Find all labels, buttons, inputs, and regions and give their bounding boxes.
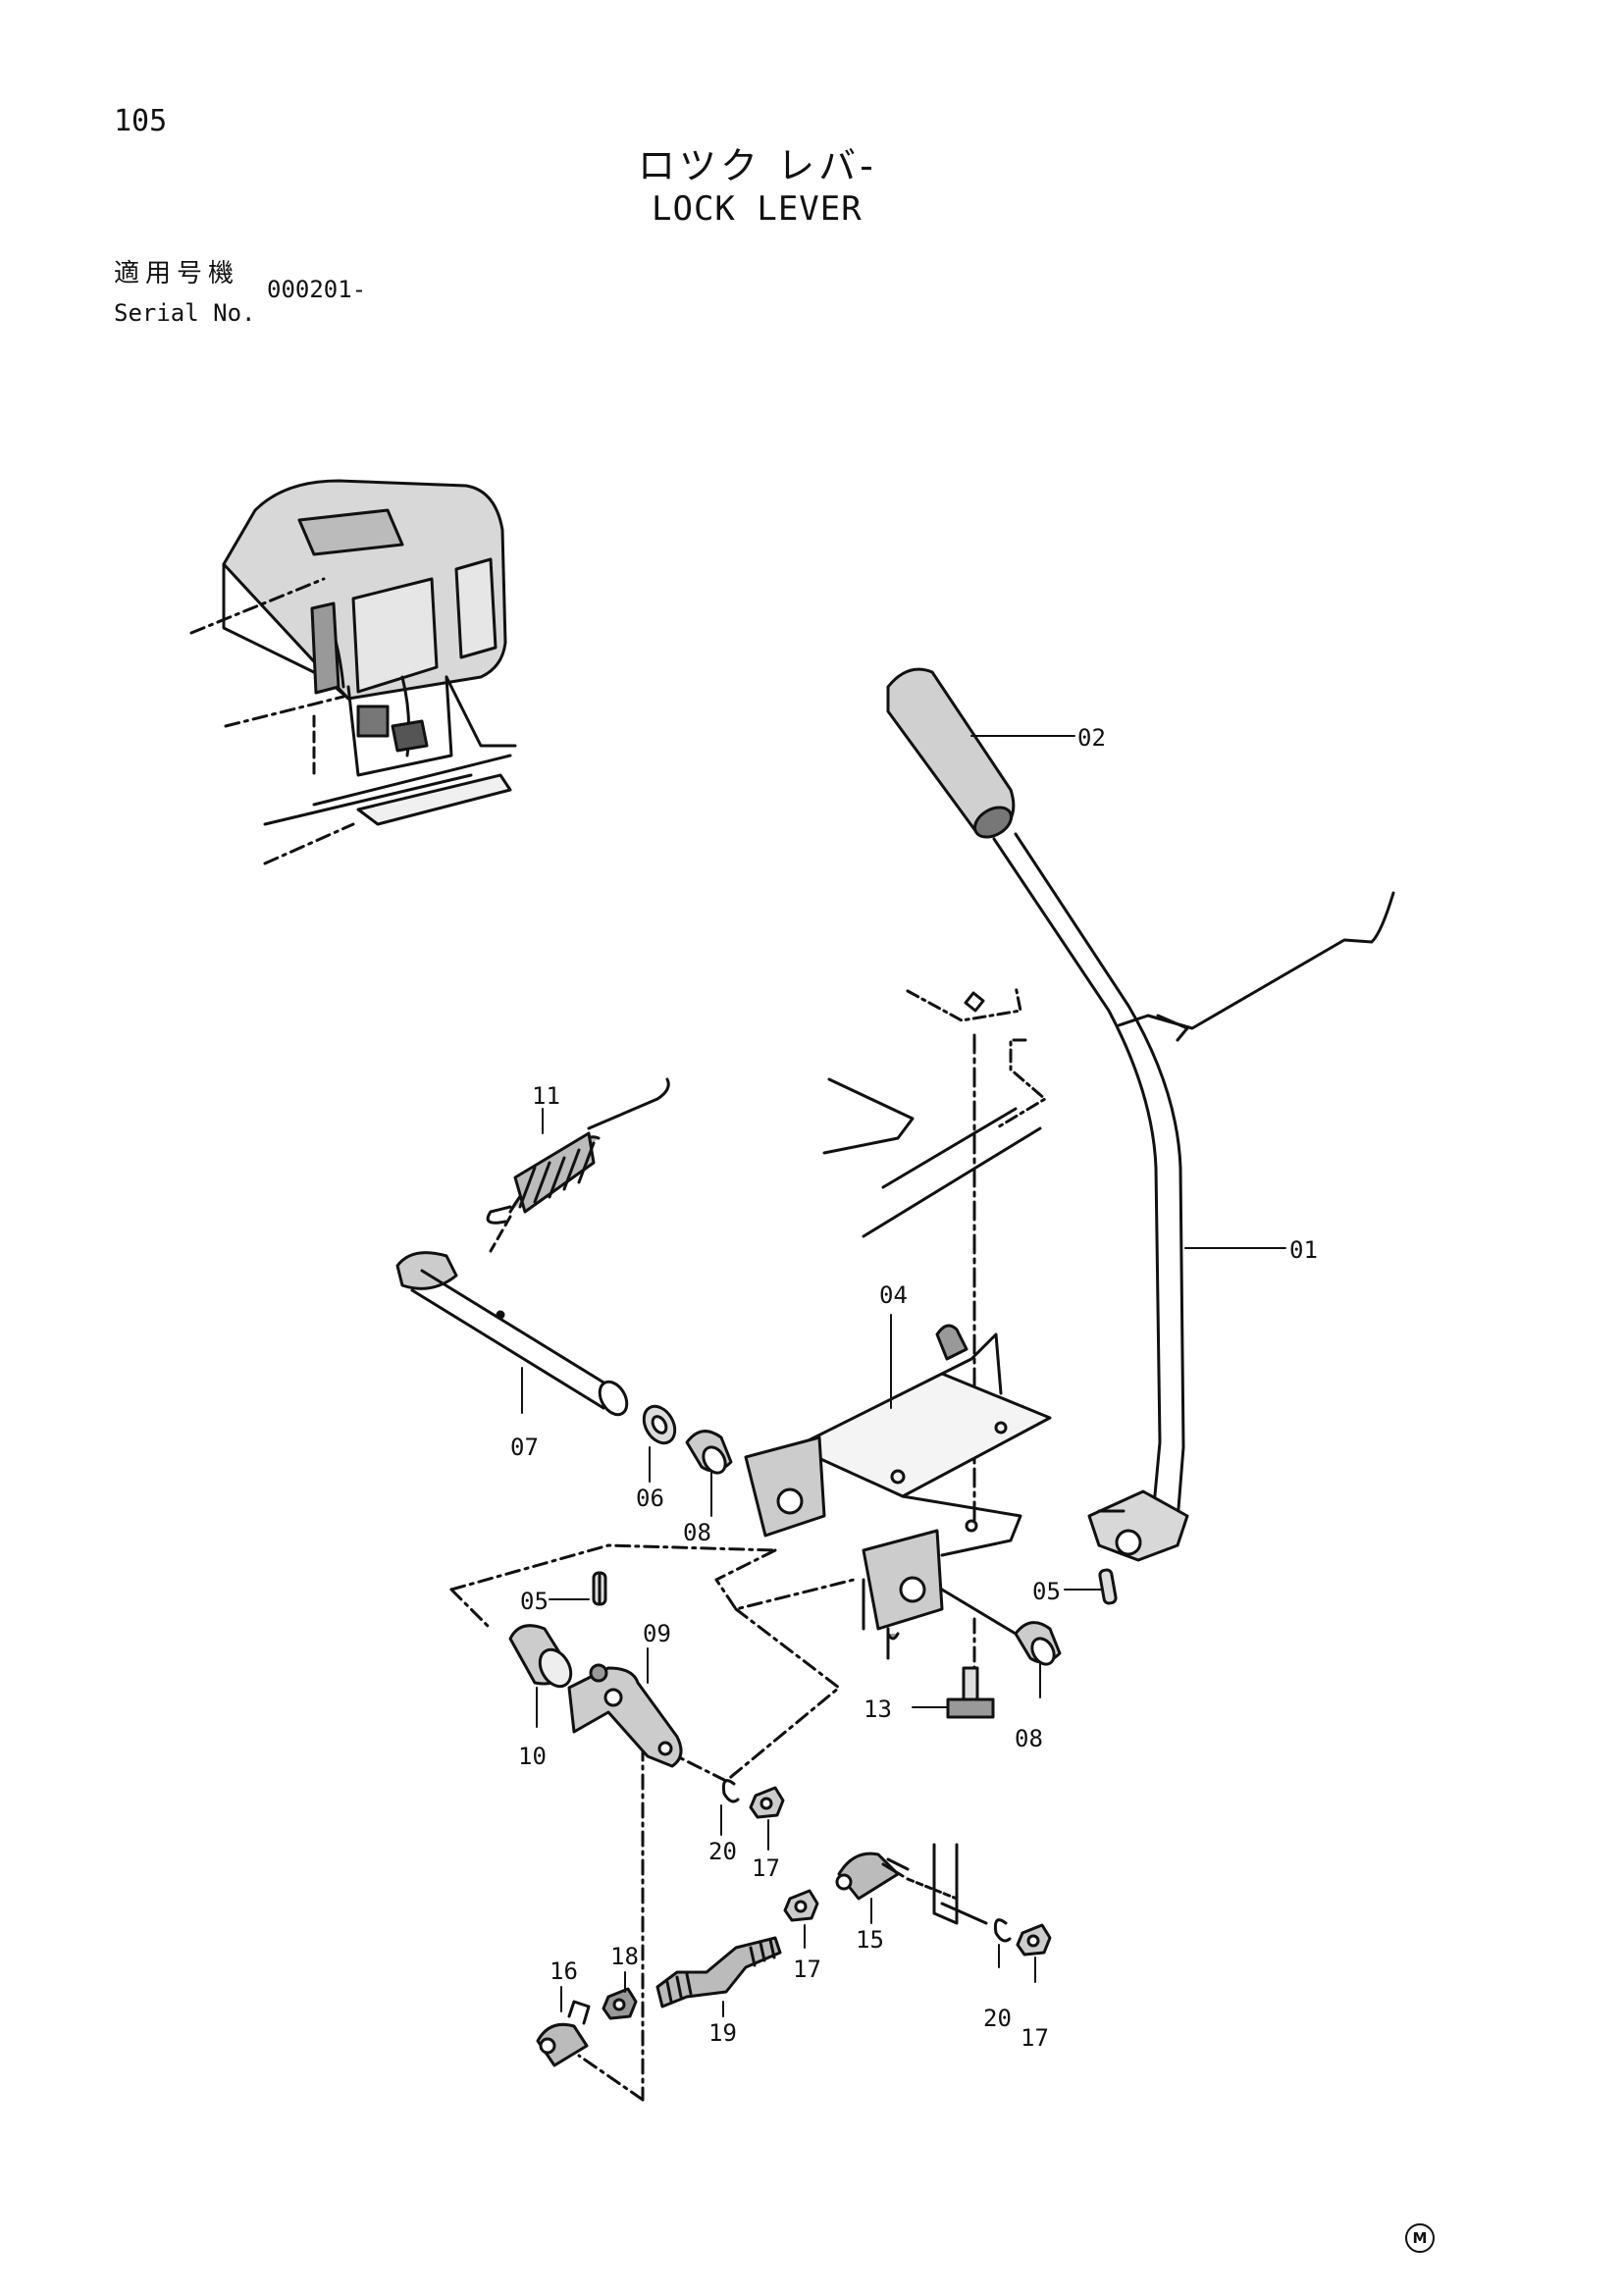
part-19-turnbuckle <box>655 1936 782 2009</box>
assembly-reference-lines <box>449 1543 976 2102</box>
callout-19: 19 <box>708 2019 737 2047</box>
part-20-snap-ring-right <box>994 1918 1012 1943</box>
serial-number-value: 000201- <box>267 276 367 303</box>
callout-08-left: 08 <box>683 1519 711 1546</box>
part-06-washer <box>642 1404 677 1445</box>
cab-floor-outline <box>822 891 1395 1523</box>
callout-07: 07 <box>510 1434 539 1461</box>
title-japanese: ロツク レバ- <box>638 144 877 187</box>
cab-overview-illustration <box>189 479 517 865</box>
serial-label-japanese: 適用号機 <box>114 259 240 288</box>
callout-08-right: 08 <box>1015 1725 1043 1752</box>
part-08-bushing-right <box>1014 1621 1062 1666</box>
page-number: 105 <box>114 104 168 138</box>
part-17-nut-upper <box>749 1786 785 1819</box>
callout-02: 02 <box>1077 724 1106 752</box>
callout-15: 15 <box>856 1926 884 1954</box>
callout-17-middle: 17 <box>793 1956 821 1983</box>
part-13-bolt <box>946 1666 995 1719</box>
part-20-snap-ring-left <box>722 1779 740 1803</box>
callout-04: 04 <box>879 1281 908 1309</box>
part-02-grip <box>886 667 1016 839</box>
callout-leader-lines <box>521 735 1286 2017</box>
callout-09: 09 <box>643 1620 671 1647</box>
callout-01: 01 <box>1289 1236 1318 1264</box>
callout-20-left: 20 <box>708 1838 737 1865</box>
callout-05-right: 05 <box>1032 1578 1061 1605</box>
part-05-pin-left <box>592 1571 607 1606</box>
part-15-rod-end <box>835 1843 988 1925</box>
callout-17-upper: 17 <box>752 1854 780 1882</box>
callout-11: 11 <box>532 1082 560 1110</box>
part-17-nut-right <box>1016 1923 1052 1957</box>
callout-17-right: 17 <box>1021 2024 1049 2052</box>
part-10-collar <box>508 1624 573 1689</box>
part-05-pin-right <box>1098 1568 1118 1605</box>
callout-05-left: 05 <box>520 1588 549 1615</box>
callout-labels: 02 01 04 05 05 06 07 08 08 09 10 11 13 1… <box>510 724 1318 2052</box>
part-08-bushing-left <box>685 1430 733 1475</box>
part-07-shaft <box>395 1251 629 1417</box>
part-04-bracket <box>744 1324 1052 1660</box>
callout-18: 18 <box>610 1943 639 1970</box>
callout-20-right: 20 <box>983 2005 1012 2032</box>
part-18-nut <box>602 1987 638 2020</box>
part-17-nut-middle <box>783 1889 819 1922</box>
callout-10: 10 <box>518 1743 547 1770</box>
part-11-spring <box>486 1077 670 1253</box>
part-16-rod-end <box>536 2000 591 2067</box>
callout-16: 16 <box>550 1957 578 1985</box>
manufacturer-mark: M <box>1405 2223 1435 2253</box>
callout-13: 13 <box>864 1696 892 1723</box>
title-english: LOCK LEVER <box>652 189 863 229</box>
part-01-lever <box>992 832 1189 1562</box>
serial-label-english: Serial No. <box>114 299 256 327</box>
callout-06: 06 <box>636 1485 664 1512</box>
part-09-arm <box>567 1663 683 1768</box>
